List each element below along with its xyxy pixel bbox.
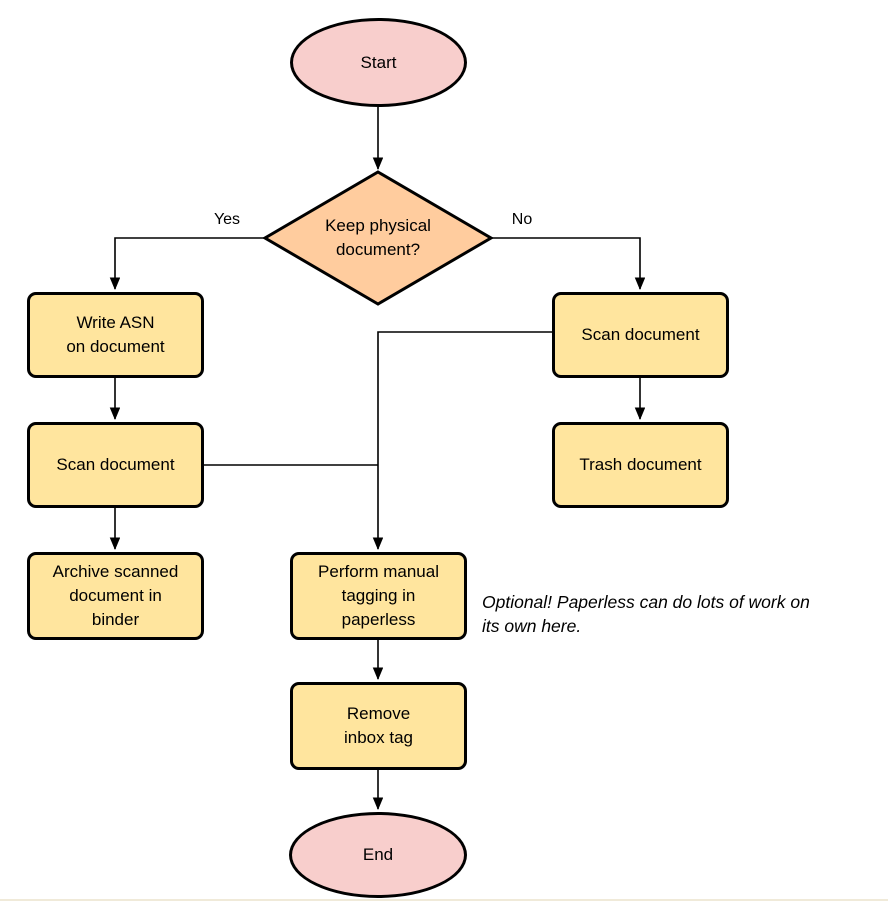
- edge-label-yes: Yes: [213, 211, 241, 228]
- node-write-asn: Write ASN on document: [27, 292, 204, 378]
- node-end: End: [289, 812, 467, 898]
- node-archive-scanned: Archive scanned document in binder: [27, 552, 204, 640]
- node-decision-label: Keep physical document?: [325, 216, 431, 259]
- node-trash-document: Trash document: [552, 422, 729, 508]
- decision-diamond-shape: [262, 170, 494, 306]
- node-scan-document-left: Scan document: [27, 422, 204, 508]
- node-remove-inbox-tag: Remove inbox tag: [290, 682, 467, 770]
- edge-scan-right-to-tagging: [378, 331, 552, 549]
- edge-decision-no-to-scan-right: [491, 237, 640, 289]
- node-start: Start: [290, 18, 467, 107]
- edge-decision-yes-to-write-asn: [115, 237, 265, 289]
- annotation-optional-note: Optional! Paperless can do lots of work …: [482, 592, 810, 636]
- node-scan-document-right: Scan document: [552, 292, 729, 378]
- page-bottom-rule: [0, 899, 888, 901]
- node-manual-tagging: Perform manual tagging in paperless: [290, 552, 467, 640]
- edge-label-no: No: [511, 211, 533, 228]
